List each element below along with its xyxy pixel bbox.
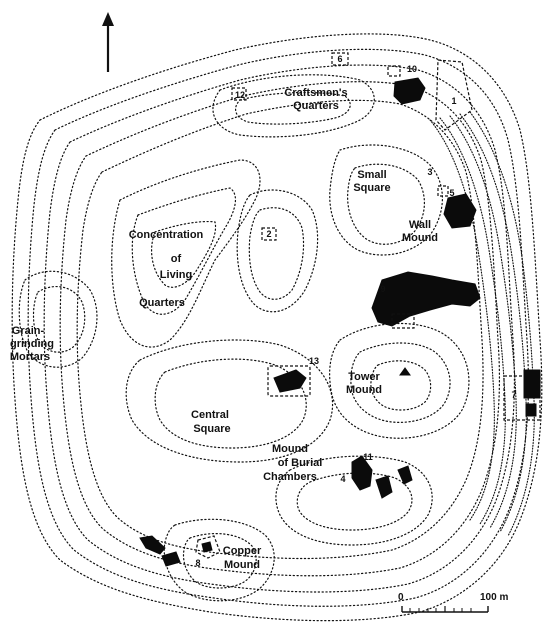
north-arrow-icon xyxy=(102,12,114,72)
ruins xyxy=(139,52,541,567)
site-number-13: 13 xyxy=(309,356,319,366)
ruin-site-5 xyxy=(437,185,477,229)
ruin-site-8 xyxy=(195,535,221,559)
ruin-site-6 xyxy=(331,52,349,66)
site-number-11: 11 xyxy=(363,452,373,462)
site-number-3: 3 xyxy=(427,167,432,177)
site-number-6: 6 xyxy=(337,54,342,64)
ruin-site-9 xyxy=(371,271,481,329)
site-number-9: 9 xyxy=(380,284,385,294)
scale-end-label: 100 m xyxy=(480,592,508,603)
site-number-2: 2 xyxy=(266,229,271,239)
scale-start-label: 0 xyxy=(398,592,404,603)
ruin-site-2 xyxy=(261,227,277,241)
site-number-1: 1 xyxy=(451,96,456,106)
site-number-10: 10 xyxy=(407,64,417,74)
ruin-site-7 xyxy=(503,369,541,421)
contour-lines xyxy=(11,33,543,622)
tower-marker xyxy=(399,367,411,376)
ruin-site-11 xyxy=(351,455,413,499)
site-number-5: 5 xyxy=(449,188,454,198)
site-number-7: 7 xyxy=(511,390,516,400)
site-number-8: 8 xyxy=(195,558,200,568)
ruin-site-10 xyxy=(387,65,426,105)
scale-bar: 0 100 m xyxy=(398,592,508,613)
site-numbers: 1 2 3 4 5 6 7 8 9 10 11 12 13 xyxy=(195,54,516,568)
ruin-site-12 xyxy=(231,87,247,101)
site-number-12: 12 xyxy=(235,90,245,100)
ruin-southwest xyxy=(139,535,181,567)
ruin-site-13 xyxy=(267,365,311,397)
ruin-site-1 xyxy=(435,59,473,131)
site-number-4: 4 xyxy=(340,474,345,484)
